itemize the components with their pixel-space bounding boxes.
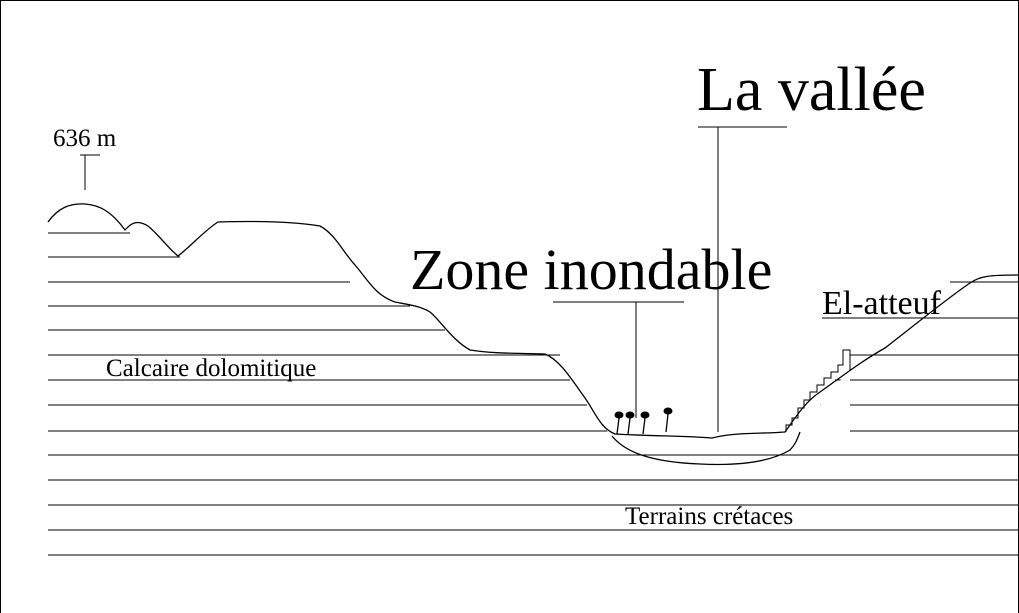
palm-tree-icon — [625, 411, 635, 435]
altitude-label: 636 m — [53, 125, 117, 152]
valley-mask — [560, 360, 850, 436]
flood-zone-label: Zone inondable — [410, 237, 772, 302]
palm-tree-icon — [640, 411, 650, 435]
valley-label: La vallée — [697, 56, 926, 124]
valley-marker — [698, 126, 787, 432]
strata-lines-left — [48, 232, 610, 432]
strata-lines-lower — [48, 454, 1019, 556]
lower-layer-label: Terrains crétaces — [625, 503, 793, 530]
alluvial-basin — [611, 431, 801, 466]
palm-tree-icon — [614, 411, 624, 435]
upper-layer-label: Calcaire dolomitique — [106, 355, 316, 382]
terrain-profile — [47, 203, 1019, 439]
altitude-marker — [80, 154, 100, 190]
flood-zone-marker — [553, 301, 684, 418]
palm-tree-icon — [663, 407, 673, 433]
village-steps — [785, 349, 851, 432]
village-label: El-atteuf — [822, 285, 942, 322]
palm-trees — [614, 407, 673, 435]
